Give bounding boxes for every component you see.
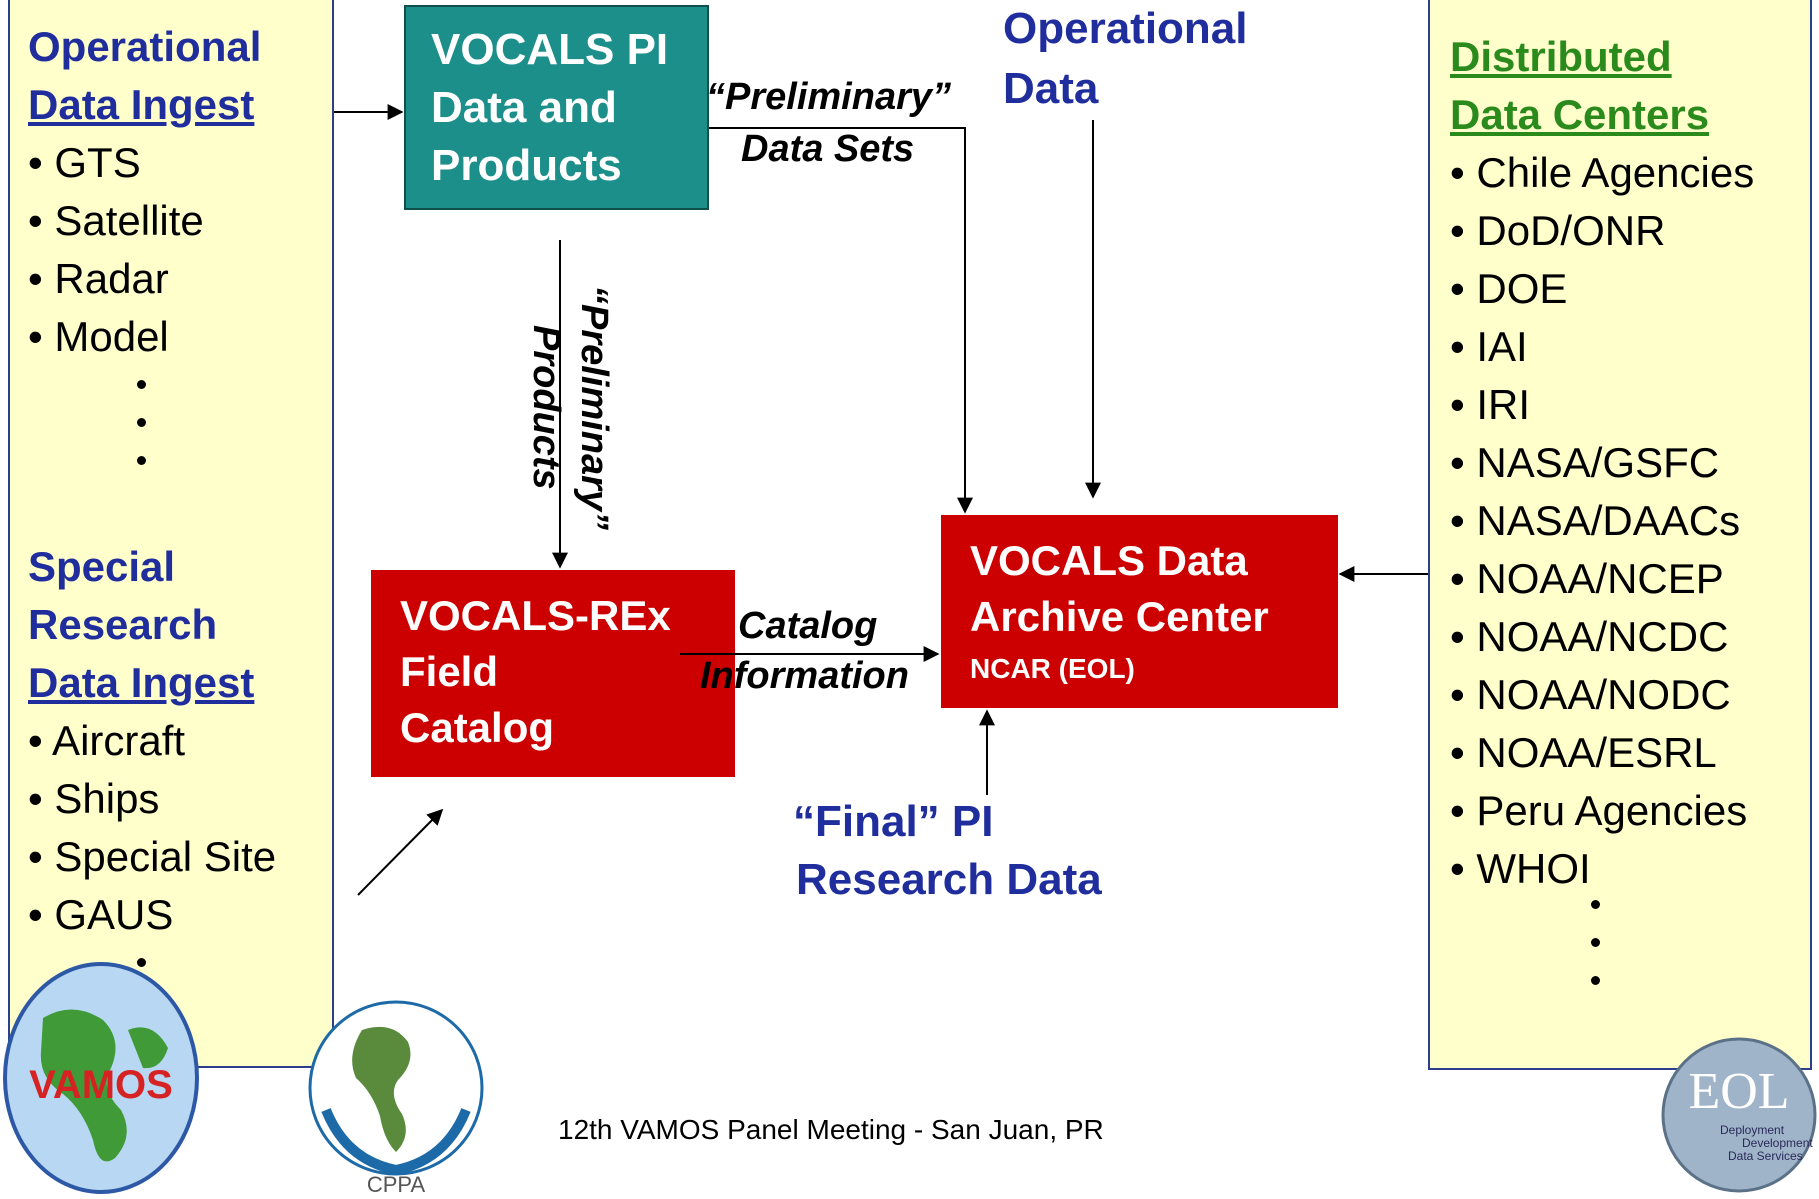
special-research-title-line2: Research [28,601,218,648]
ellipsis-dot [137,418,146,427]
ellipsis-dot [1591,900,1600,909]
catalog-info-label-line1: Catalog [738,605,878,647]
operational-data-label-line1: Operational [1003,4,1248,53]
footer-meeting-text: 12th VAMOS Panel Meeting - San Juan, PR [558,1114,1104,1145]
preliminary-datasets-label-line2: Data Sets [741,128,915,170]
operational-ingest-panel [8,0,334,1068]
distributed-title-line1: Distributed [1450,33,1672,80]
archive-box-line1: VOCALS Data [970,537,1248,584]
operational-item-gts: • GTS [28,139,141,186]
svg-text:Deployment: Deployment [1720,1123,1785,1137]
ellipsis-dot [137,958,146,967]
special-item-special-site: • Special Site [28,833,277,880]
catalog-box-line1: VOCALS-REx [400,592,671,639]
operational-item-model: • Model [28,313,169,360]
teal-box-line3: Products [431,141,622,190]
distributed-title-line2: Data Centers [1450,91,1710,138]
center-item: • Peru Agencies [1450,787,1748,834]
vamos-logo: VAMOS [3,960,203,1194]
operational-ingest-title-line2: Data Ingest [28,81,255,128]
cppa-logo-text: CPPA [367,1172,426,1194]
catalog-box-line2: Field [400,648,499,695]
operational-item-radar: • Radar [28,255,169,302]
catalog-info-label-line2: Information [700,655,909,697]
ellipsis-dot [137,456,146,465]
operational-item-satellite: • Satellite [28,197,204,244]
center-item: • IRI [1450,381,1531,428]
svg-text:Development: Development [1742,1136,1813,1150]
center-item: • Chile Agencies [1450,149,1755,196]
preliminary-datasets-label-line1: “Preliminary” [706,76,951,118]
special-research-title-line1: Special [28,543,176,590]
catalog-box-line3: Catalog [400,704,555,751]
eol-logo: EOL Deployment Development Data Services [1660,1036,1818,1194]
operational-ingest-title-line1: Operational [28,23,262,70]
center-item: • NOAA/NCEP [1450,555,1724,602]
vocals-rex-field-catalog-box: VOCALS-REx Field Catalog [371,570,735,777]
vocals-pi-data-products-box: VOCALS PI Data and Products [404,5,709,210]
archive-box-line3: NCAR (EOL) [970,653,1135,684]
center-item: • NOAA/NODC [1450,671,1731,718]
special-item-gaus: • GAUS [28,891,174,938]
center-item: • NOAA/NCDC [1450,613,1729,660]
center-item: • DOE [1450,265,1568,312]
teal-box-line1: VOCALS PI [431,25,669,74]
vocals-data-archive-box: VOCALS Data Archive Center NCAR (EOL) [941,515,1338,708]
final-pi-label-line1: “Final” PI [793,797,994,846]
arrow-datasets-to-archive [709,127,973,514]
ellipsis-dot [1591,938,1600,947]
center-item: • NOAA/ESRL [1450,729,1717,776]
vamos-logo-text: VAMOS [29,1063,173,1107]
teal-box-line2: Data and [431,83,617,132]
ellipsis-dot [137,380,146,389]
cppa-logo: CPPA [296,990,496,1197]
special-item-ships: • Ships [28,775,160,822]
ellipsis-dot [1591,976,1600,985]
archive-box-line2: Archive Center [970,593,1269,640]
center-item: • NASA/DAACs [1450,497,1741,544]
center-item: • NASA/GSFC [1450,439,1720,486]
center-item: • WHOI [1450,845,1591,892]
operational-data-label-line2: Data [1003,64,1099,113]
center-item: • DoD/ONR [1450,207,1666,254]
special-item-aircraft: • Aircraft [28,717,186,764]
svg-text:Data Services: Data Services [1728,1149,1803,1163]
center-item: • IAI [1450,323,1528,370]
special-research-title-line3: Data Ingest [28,659,255,706]
eol-logo-text: EOL [1688,1063,1789,1120]
final-pi-label-line2: Research Data [796,855,1102,904]
distributed-data-centers-panel [1428,0,1812,1070]
arrow-special-to-catalog [357,808,444,896]
